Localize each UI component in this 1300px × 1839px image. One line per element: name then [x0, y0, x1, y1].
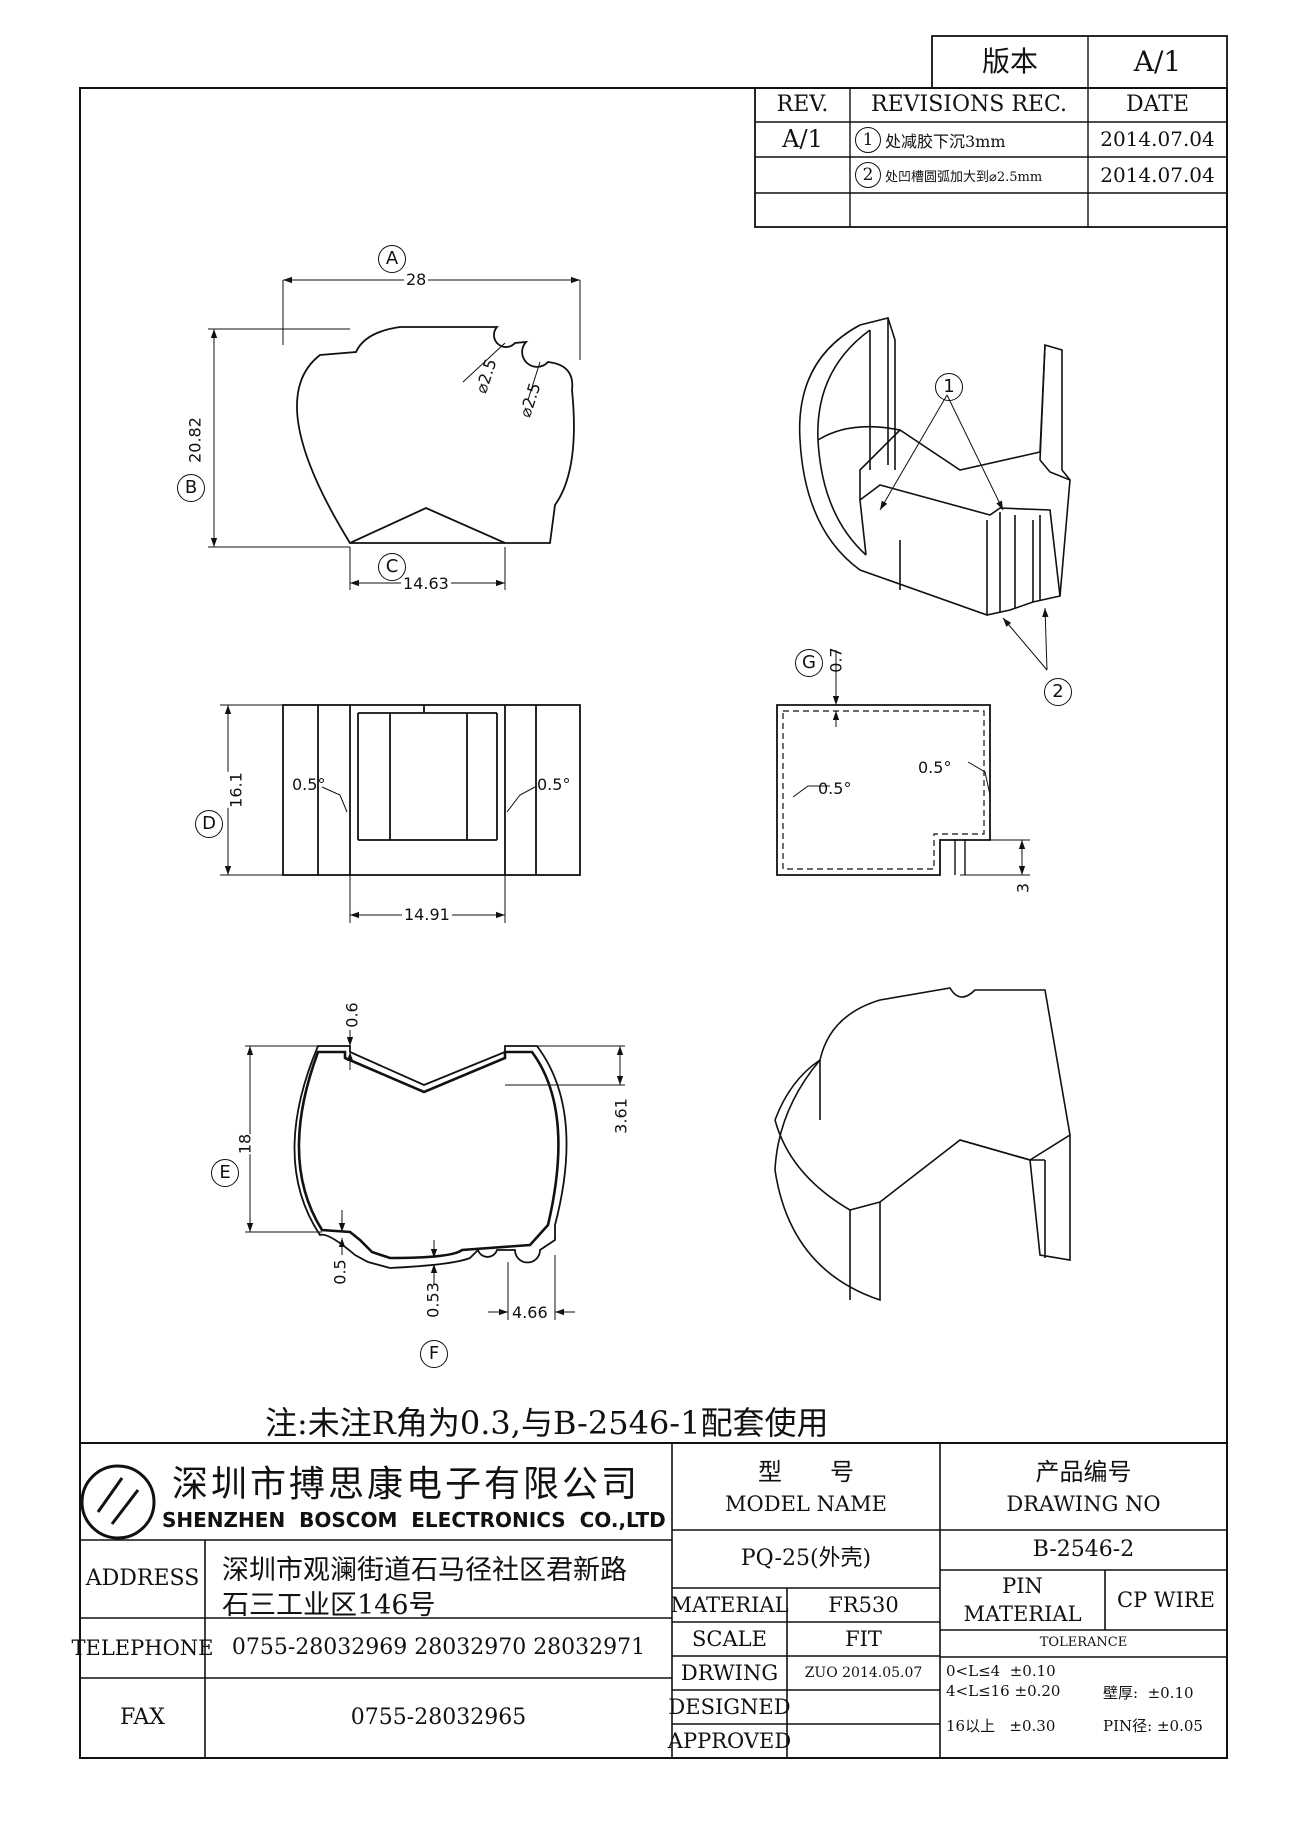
revisions-header: REVISIONS REC. [871, 92, 1067, 118]
callout-e: E [211, 1159, 239, 1187]
dim-section-top: 0.7 [826, 647, 846, 673]
rev-row-2-text-wrap: 2 处凹槽圆弧加大到⌀2.5mm [855, 160, 1087, 190]
dim-side-height: 16.1 [226, 772, 246, 808]
dim-section-bottom: 3 [1013, 882, 1033, 894]
material-value: FR530 [828, 1592, 899, 1617]
dim-side-angle-1: 0.5° [292, 775, 326, 794]
dim-bottom-height: 18 [235, 1133, 255, 1155]
pin-value: CP WIRE [1117, 1587, 1215, 1612]
address-line-1: 深圳市观澜街道石马径社区君新路 [222, 1555, 627, 1586]
tolerance-line-2: 4<L≤16 ±0.20 [946, 1682, 1061, 1700]
dim-top-width: 28 [404, 270, 429, 289]
telephone-label: TELEPHONE [71, 1635, 214, 1660]
top-view-outline [296, 326, 575, 545]
material-label: MATERIAL [670, 1592, 789, 1617]
rev-row-1-text-wrap: 1 处减胶下沉3mm [855, 125, 1087, 155]
company-logo [80, 1464, 156, 1540]
callout-2: 2 [1044, 678, 1072, 706]
callout-d: D [195, 810, 223, 838]
callout-g: G [795, 649, 823, 677]
rev-row-1-text: 处减胶下沉3mm [885, 132, 1006, 151]
address-line-2: 石三工业区146号 [222, 1590, 436, 1621]
callout-a: A [378, 245, 406, 273]
pin-label-1: PIN [1002, 1573, 1043, 1598]
rev-row-1-rev: A/1 [782, 124, 823, 153]
dim-section-angle-2: 0.5° [918, 758, 952, 777]
fax-value: 0755-28032965 [350, 1705, 527, 1731]
tolerance-line-3: 16以上 ±0.30 [946, 1717, 1056, 1735]
dim-side-angle-2: 0.5° [537, 775, 571, 794]
scale-value: FIT [845, 1626, 882, 1651]
callout-1: 1 [935, 373, 963, 401]
dim-bottom-b1: 0.5 [330, 1259, 350, 1285]
dim-top-bottom: 14.63 [401, 574, 451, 593]
model-label-cn: 型 号 [758, 1458, 854, 1487]
drawing-no-value: B-2546-2 [1032, 1537, 1135, 1563]
drawing-label: DRWING [680, 1660, 779, 1685]
revision-number-2: 2 [855, 162, 881, 188]
tolerance-line-1: 0<L≤4 ±0.10 [946, 1662, 1056, 1680]
pin-label-2: MATERIAL [963, 1601, 1082, 1626]
rev-row-2-text: 处凹槽圆弧加大到⌀2.5mm [885, 169, 1043, 185]
bottom-view-outline [293, 1045, 568, 1269]
dim-bottom-right: 3.61 [611, 1098, 631, 1134]
iso-view-1 [798, 317, 1071, 616]
callout-c: C [378, 553, 406, 581]
tolerance-title: TOLERANCE [1039, 1635, 1128, 1651]
dim-side-width: 14.91 [402, 905, 452, 924]
address-label: ADDRESS [85, 1566, 200, 1592]
revision-number-1: 1 [855, 127, 881, 153]
dim-section-angle-1: 0.5° [818, 779, 852, 798]
dim-bottom-top: 0.6 [342, 1002, 362, 1028]
drawing-no-label-cn: 产品编号 [1035, 1458, 1132, 1487]
drawing-note: 注:未注R角为0.3,与B-2546-1配套使用 [265, 1404, 829, 1442]
scale-label: SCALE [692, 1626, 767, 1651]
callout-b: B [177, 474, 205, 502]
company-name-en: SHENZHEN BOSCOM ELECTRONICS CO.,LTD [162, 1508, 666, 1532]
iso-view-2 [774, 987, 1071, 1302]
fax-label: FAX [120, 1705, 165, 1731]
tolerance-wall: 壁厚: ±0.10 [1103, 1684, 1194, 1702]
rev-header: REV. [776, 92, 829, 118]
model-value: PQ-25(外壳) [740, 1546, 872, 1572]
dim-top-height: 20.82 [185, 417, 205, 463]
rev-row-2-date: 2014.07.04 [1100, 162, 1215, 187]
model-label-en: MODEL NAME [725, 1491, 887, 1516]
dim-bottom-width: 4.66 [512, 1303, 548, 1322]
side-view-outline [282, 704, 581, 876]
tolerance-pin: PIN径: ±0.05 [1103, 1717, 1203, 1735]
version-value: A/1 [1133, 44, 1182, 78]
callout-f: F [420, 1340, 448, 1368]
version-label: 版本 [981, 44, 1038, 78]
company-name-cn: 深圳市搏思康电子有限公司 [172, 1464, 641, 1505]
dim-bottom-b2: 0.53 [423, 1282, 443, 1318]
drawing-value: ZUO 2014.05.07 [804, 1664, 923, 1681]
approved-label: APPROVED [667, 1728, 792, 1753]
designed-label: DESIGNED [668, 1694, 791, 1719]
drawing-no-label-en: DRAWING NO [1006, 1491, 1161, 1516]
date-header: DATE [1125, 92, 1190, 118]
telephone-value: 0755-28032969 28032970 28032971 [231, 1635, 646, 1661]
drawing-border [79, 87, 1228, 1759]
rev-row-1-date: 2014.07.04 [1100, 127, 1215, 151]
section-view-outline [776, 704, 991, 876]
